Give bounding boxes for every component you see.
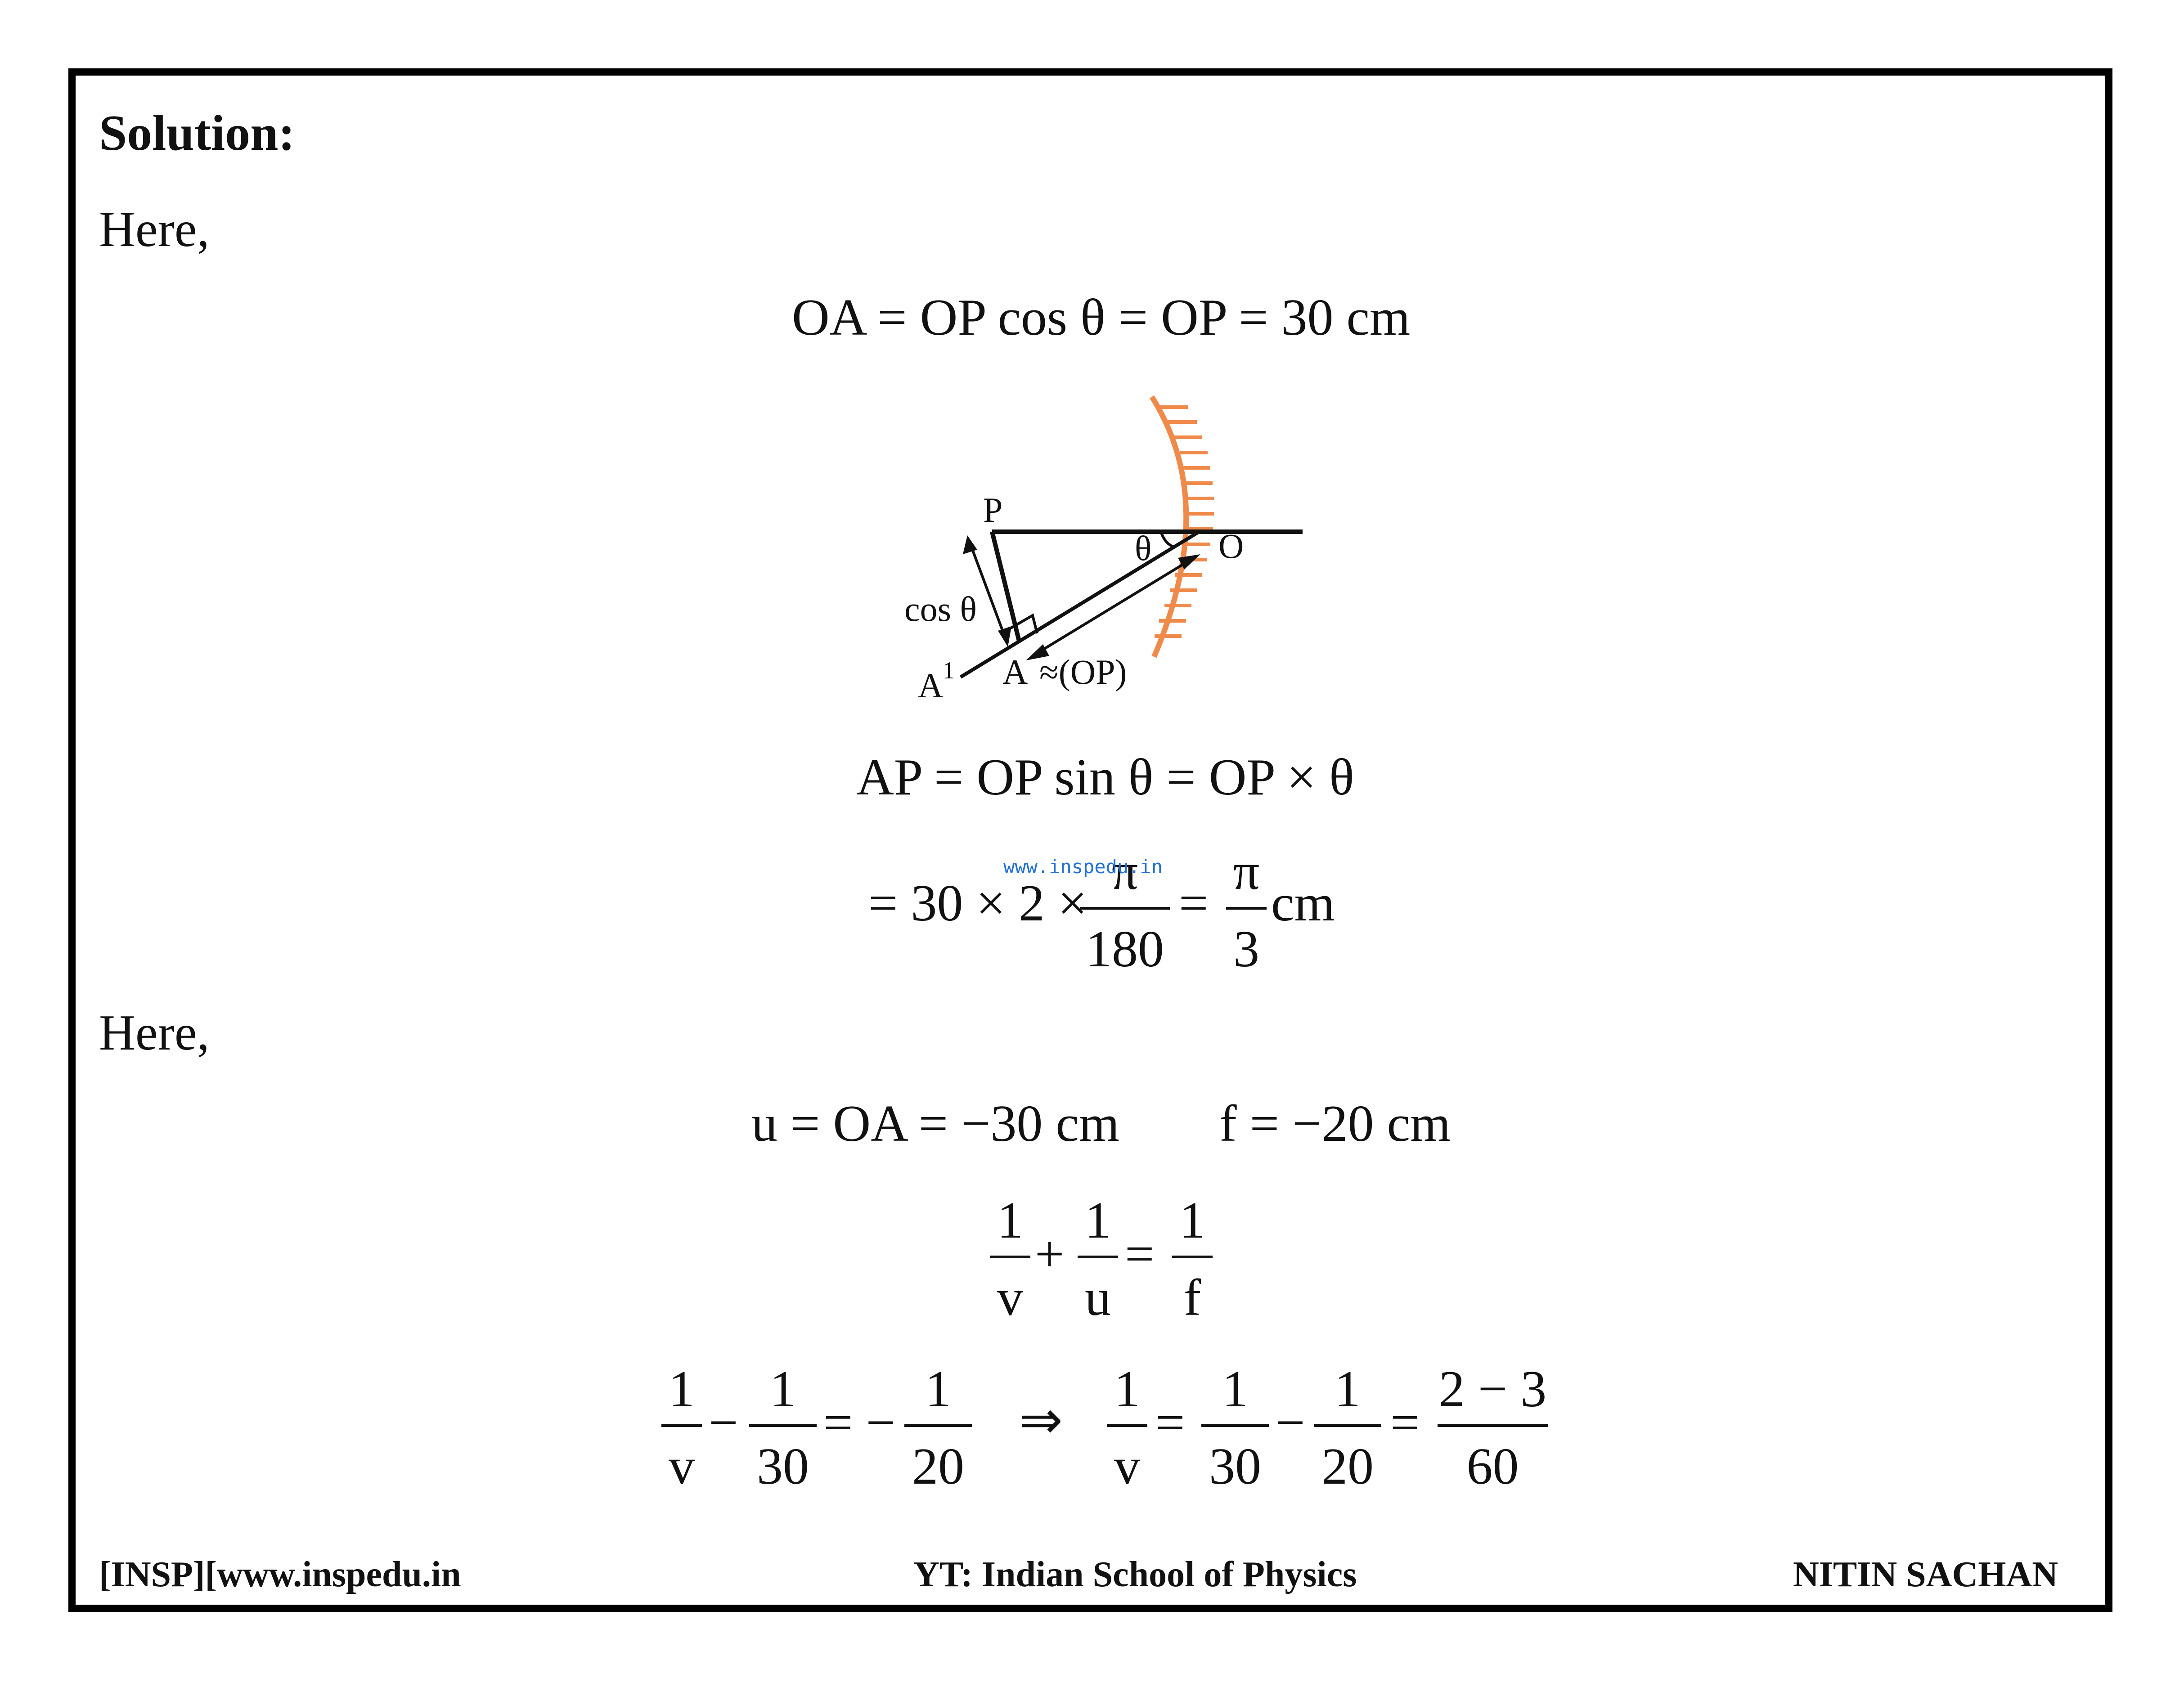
lens-plus: + [1035,1225,1065,1283]
fraction-numerator: 1 [669,1360,695,1418]
label-a: A [1002,652,1028,691]
footer-center: YT: Indian School of Physics [913,1555,1357,1594]
fraction-denominator: 60 [1466,1438,1519,1495]
footer-left: [INSP][www.inspedu.in [99,1555,461,1594]
here-label-1: Here, [99,202,210,257]
arrow-head-down [998,626,1011,647]
fraction-numerator: π [1233,843,1260,901]
final-fraction-r-1-30: 1 30 [1201,1363,1269,1493]
op-arrow-head-in [1178,554,1200,570]
fraction-numerator: π [1111,843,1138,901]
final-equals-minus: = − [823,1394,895,1452]
equation-ap: AP = OP sin θ = OP × θ [856,749,1354,806]
fraction-pi-3: π 3 [1226,846,1267,975]
final-fraction-1-20: 1 20 [904,1363,972,1493]
fraction-denominator: 20 [1321,1438,1374,1495]
lens-fraction-1-f: 1 f [1172,1194,1213,1324]
final-minus-2: − [1276,1394,1305,1452]
label-op: ≈(OP) [1039,652,1127,691]
equation-oa: OA = OP cos θ = OP = 30 cm [792,289,1411,346]
watermark: www.inspedu.in [1003,856,1163,878]
final-fraction-1-30: 1 30 [749,1363,817,1493]
final-fraction-2-3-60: 2 − 3 60 [1438,1363,1548,1493]
arrow-head-up [963,535,977,554]
here-label-2: Here, [99,1005,210,1061]
label-theta: θ [1135,529,1151,568]
footer-right: NITIN SACHAN [1793,1555,2058,1594]
label-a1-superscript: 1 [943,657,955,684]
calc-unit: cm [1271,875,1335,932]
implies-arrow: ⇒ [1019,1392,1063,1449]
mirror-ray-diagram: P θ O cos θ A 1 A ≈(OP) [904,395,1303,705]
label-p: P [983,490,1002,529]
label-o: O [1218,526,1244,565]
final-equals-3: = [1390,1394,1420,1452]
fraction-denominator: 3 [1233,920,1259,978]
lens-fraction-1-u: 1 u [1078,1194,1118,1324]
fraction-pi-180: π 180 [1080,846,1170,975]
perpendicular-pa [990,531,1021,642]
lens-fraction-1-v: 1 v [990,1194,1030,1324]
lens-equals: = [1125,1225,1155,1283]
equation-f: f = −20 cm [1219,1095,1451,1153]
fraction-denominator: 30 [757,1438,809,1495]
fraction-denominator: 20 [912,1438,964,1495]
mirror-hatching [1155,405,1214,638]
fraction-denominator: u [1085,1269,1111,1327]
theta-arc [1159,531,1175,548]
right-angle-marker [1007,613,1038,634]
fraction-denominator: v [997,1269,1023,1327]
final-equals-2: = [1155,1394,1185,1452]
fraction-numerator: 1 [1114,1360,1140,1418]
solution-heading: Solution: [99,105,295,161]
inclined-ray [959,530,1200,679]
calc-equals: = [1179,875,1209,932]
fraction-denominator: v [1114,1438,1140,1495]
fraction-denominator: f [1183,1269,1201,1327]
mirror-arc [1149,395,1189,658]
fraction-numerator: 1 [997,1192,1023,1249]
calc-lead: = 30 × 2 × [868,875,1088,932]
final-fraction-1-v: 1 v [661,1363,702,1493]
fraction-numerator: 1 [1085,1192,1111,1249]
slide-frame [68,68,2112,1612]
fraction-numerator: 1 [770,1360,796,1418]
fraction-denominator: 30 [1209,1438,1261,1495]
fraction-numerator: 2 − 3 [1438,1360,1547,1418]
equation-u: u = OA = −30 cm [751,1095,1120,1153]
fraction-numerator: 1 [1222,1360,1248,1418]
fraction-numerator: 1 [1179,1192,1205,1249]
op-arrow-head-out [1026,644,1049,660]
fraction-numerator: 1 [925,1360,951,1418]
fraction-denominator: v [669,1438,695,1495]
final-fraction-r-1-v: 1 v [1107,1363,1147,1493]
fraction-denominator: 180 [1086,920,1164,978]
final-fraction-r-1-20: 1 20 [1314,1363,1381,1493]
final-minus-1: − [709,1394,738,1452]
label-cos-theta: cos θ [904,589,977,628]
label-a1: A [918,666,943,705]
fraction-numerator: 1 [1335,1360,1361,1418]
